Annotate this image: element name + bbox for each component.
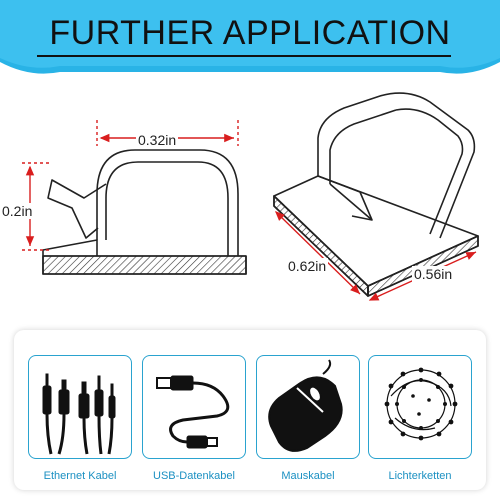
application-label-usb: USB-Datenkabel [153,470,235,482]
usb-cable-icon [156,375,230,449]
application-card-usb [142,355,246,459]
banner-underline [37,55,451,57]
side-view-clip [42,149,247,275]
mouse-icon [268,359,343,452]
application-label-ethernet: Ethernet Kabel [43,470,117,482]
width-label: 0.32in [136,132,179,148]
length-label: 0.62in [286,258,329,274]
av-cable-icon [42,373,116,455]
title-banner: FURTHER APPLICATION [0,0,500,88]
application-card-lights [368,355,472,459]
height-label: 0.2in [0,203,35,219]
application-card-mouse [256,355,360,459]
string-lights-icon [384,367,458,441]
side-view-dimensions [22,120,239,251]
application-label-mouse: Mauskabel [281,470,335,482]
application-label-lights: Lichterketten [388,470,452,482]
application-card-ethernet [28,355,132,459]
depth-label: 0.56in [412,266,455,282]
dimension-diagram: 0.32in 0.2in 0.62in 0.56in [0,88,500,313]
banner-title: FURTHER APPLICATION [49,14,451,52]
